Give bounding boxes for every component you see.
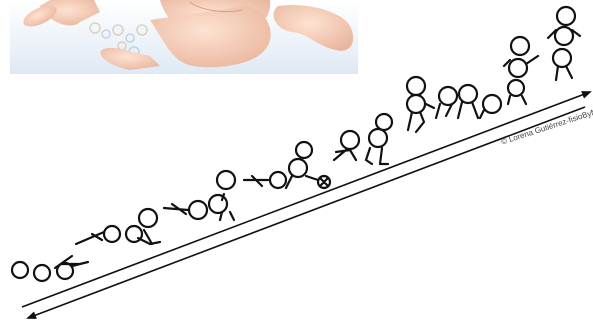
stage-2-prone-on-forearms	[76, 209, 160, 244]
crawling-baby-photo	[10, 0, 358, 74]
stage-1-prone-lying	[12, 256, 88, 281]
stage-5-sitting	[334, 114, 392, 164]
credit-text: © Lorena Gutiérrez-fisioByM	[500, 107, 593, 147]
stage-3-prone-on-hands	[164, 171, 235, 220]
stage-4-rolling	[244, 142, 330, 188]
stage-8-walking	[548, 7, 580, 80]
stage-7-kneeling-standing	[504, 37, 538, 104]
stage-6-quadruped-crawling	[407, 77, 501, 132]
progression-arrow-upper	[22, 92, 590, 307]
